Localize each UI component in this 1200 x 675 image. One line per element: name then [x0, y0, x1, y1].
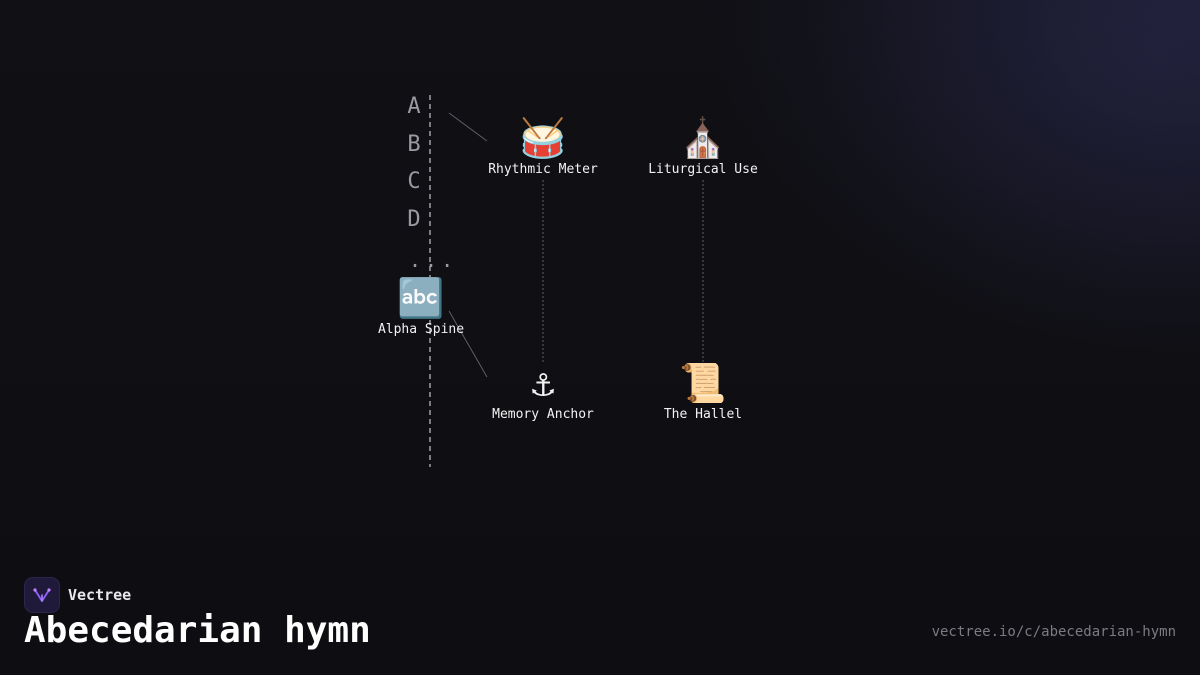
node-rhythmic-meter[interactable]: 🥁 Rhythmic Meter [463, 116, 623, 177]
spine-ellipsis: ... [409, 248, 458, 272]
vectree-logo-icon [24, 577, 60, 613]
drum-icon: 🥁 [519, 116, 567, 160]
node-label-the-hallel: The Hallel [663, 407, 743, 422]
church-icon: ⛪ [679, 116, 727, 160]
node-liturgical-use[interactable]: ⛪ Liturgical Use [623, 116, 783, 177]
node-label-liturgical-use: Liturgical Use [648, 162, 758, 177]
brand-name: Vectree [68, 586, 132, 604]
vectree-logo-mark [33, 588, 51, 602]
node-alpha-spine[interactable]: 🔤 Alpha Spine [341, 276, 501, 337]
node-the-hallel[interactable]: 📜 The Hallel [623, 361, 783, 422]
spine-letter-c: C [407, 169, 421, 194]
node-memory-anchor[interactable]: ⚓ Memory Anchor [463, 361, 623, 422]
node-label-memory-anchor: Memory Anchor [492, 407, 594, 422]
page-url[interactable]: vectree.io/c/abecedarian-hymn [931, 624, 1176, 640]
spine-letter-b: B [407, 132, 421, 157]
spine-letter-d: D [407, 207, 421, 232]
node-label-alpha-spine: Alpha Spine [377, 322, 465, 337]
node-label-rhythmic-meter: Rhythmic Meter [488, 162, 598, 177]
anchor-icon: ⚓ [531, 361, 555, 405]
brand[interactable]: Vectree [24, 577, 131, 613]
scroll-icon: 📜 [679, 361, 727, 405]
spine-letter-a: A [407, 94, 421, 119]
page-title: Abecedarian hymn [24, 610, 371, 651]
abc-letters-icon: 🔤 [397, 276, 445, 320]
